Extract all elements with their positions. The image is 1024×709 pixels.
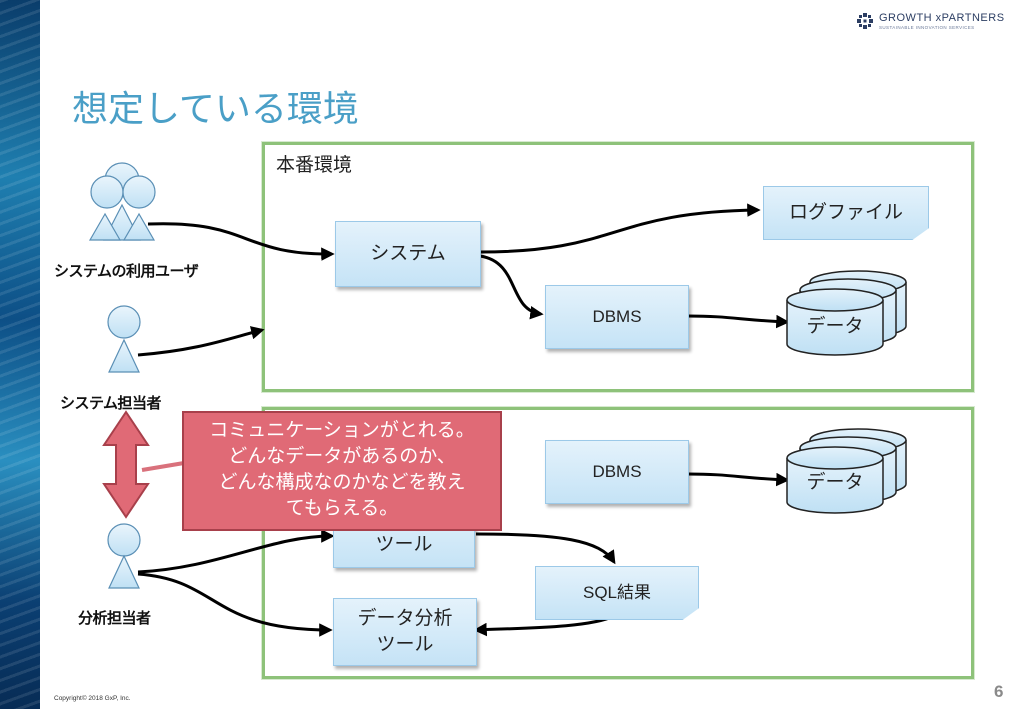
side-decoration-strip <box>0 0 40 709</box>
analysis-environment-frame <box>262 407 974 679</box>
copyright-footer: Copyright© 2018 GxP, Inc. <box>54 695 131 702</box>
page-title: 想定している環境 <box>72 89 359 130</box>
connector-admin-to-production <box>137 326 265 357</box>
dbms-production-node: DBMS <box>545 285 689 349</box>
data-analysis-cylinder-icon <box>786 428 907 514</box>
log-file-node: ログファイル <box>763 186 929 240</box>
system-node: システム <box>335 221 481 287</box>
connector-system-to-log <box>479 203 761 254</box>
connector-tool-to-sqlresult <box>475 532 616 565</box>
production-environment-label: 本番環境 <box>276 154 353 176</box>
data-production-cylinder-icon <box>786 270 907 356</box>
connector-dbms2-to-data2 <box>687 472 790 487</box>
connector-system-to-dbms <box>479 254 544 320</box>
company-logo: GROWTH xPARTNERS SUSTAINABLE INNOVATION … <box>856 12 1016 32</box>
system-users-group-icon <box>88 162 156 241</box>
logo-name: GROWTH xPARTNERS <box>879 12 1005 24</box>
data-production-label: データ <box>806 315 864 338</box>
connector-users-to-system <box>147 222 335 261</box>
page-number: 6 <box>994 682 1004 701</box>
analyst-label: 分析担当者 <box>78 609 151 627</box>
sql-result-node: SQL結果 <box>535 566 699 620</box>
dbms-analysis-node: DBMS <box>545 440 689 504</box>
analysis-tool-node: データ分析 ツール <box>333 598 477 666</box>
system-users-label: システムの利用ユーザ <box>54 262 199 280</box>
data-analysis-label: データ <box>806 471 864 494</box>
logo-mark-icon <box>857 13 873 29</box>
connector-analyst-to-tool <box>137 529 335 574</box>
communication-double-arrow-icon <box>102 410 150 519</box>
communication-callout: コミュニケーションがとれる。 どんなデータがあるのか、 どんな構成なのかなどを教… <box>182 411 502 531</box>
connector-analyst-to-analysis-tool <box>137 572 333 637</box>
connector-dbms-to-data <box>687 314 790 329</box>
analyst-person-icon <box>107 523 141 589</box>
production-environment-frame <box>262 142 974 392</box>
system-admin-label: システム担当者 <box>60 394 162 412</box>
system-admin-person-icon <box>107 305 141 373</box>
logo-tagline: SUSTAINABLE INNOVATION SERVICES <box>879 25 975 30</box>
